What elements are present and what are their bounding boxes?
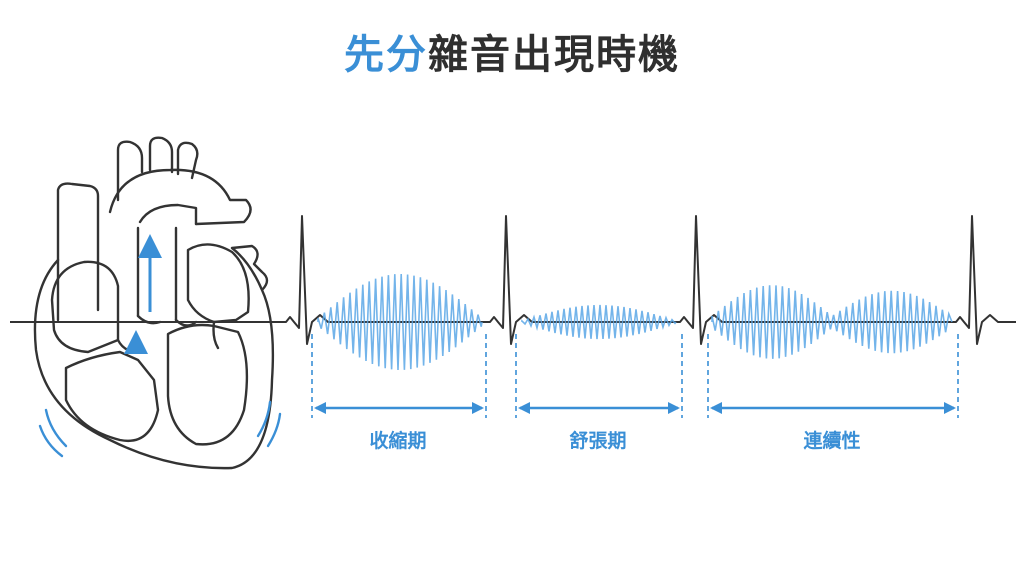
murmur-waves [317, 273, 953, 371]
heart-illustration [33, 136, 275, 470]
ecg-trace [10, 215, 1016, 345]
right-atrium [50, 260, 120, 354]
systolic-arrowhead [472, 402, 484, 414]
continuous-arrowhead [944, 402, 956, 414]
aortic-arch [108, 168, 252, 226]
left-atrium [186, 243, 250, 324]
continuous-label: 連續性 [803, 429, 860, 452]
blood-flow-arrows [124, 234, 162, 400]
title-rest: 雜音出現時機 [428, 32, 680, 78]
right-ventricle [64, 350, 160, 443]
continuous-arrowhead [710, 402, 722, 414]
diastolic-arrowhead [668, 402, 680, 414]
systolic-label: 收縮期 [369, 429, 426, 452]
continuous-murmur-wave [711, 285, 953, 359]
systolic-murmur-wave [317, 273, 483, 371]
phase-markers [311, 334, 959, 418]
left-ventricle [166, 323, 249, 446]
diastolic-arrowhead [518, 402, 530, 414]
diastolic-murmur-wave [521, 304, 677, 340]
title-highlight: 先分 [344, 32, 428, 78]
diastolic-label: 舒張期 [569, 429, 626, 452]
vibration-marks [38, 400, 282, 458]
page-title: 先分雜音出現時機 [0, 22, 1024, 80]
vena-cava [56, 182, 100, 322]
systolic-arrowhead [314, 402, 326, 414]
aorta-branches [116, 136, 199, 202]
heart-outline [33, 244, 275, 470]
